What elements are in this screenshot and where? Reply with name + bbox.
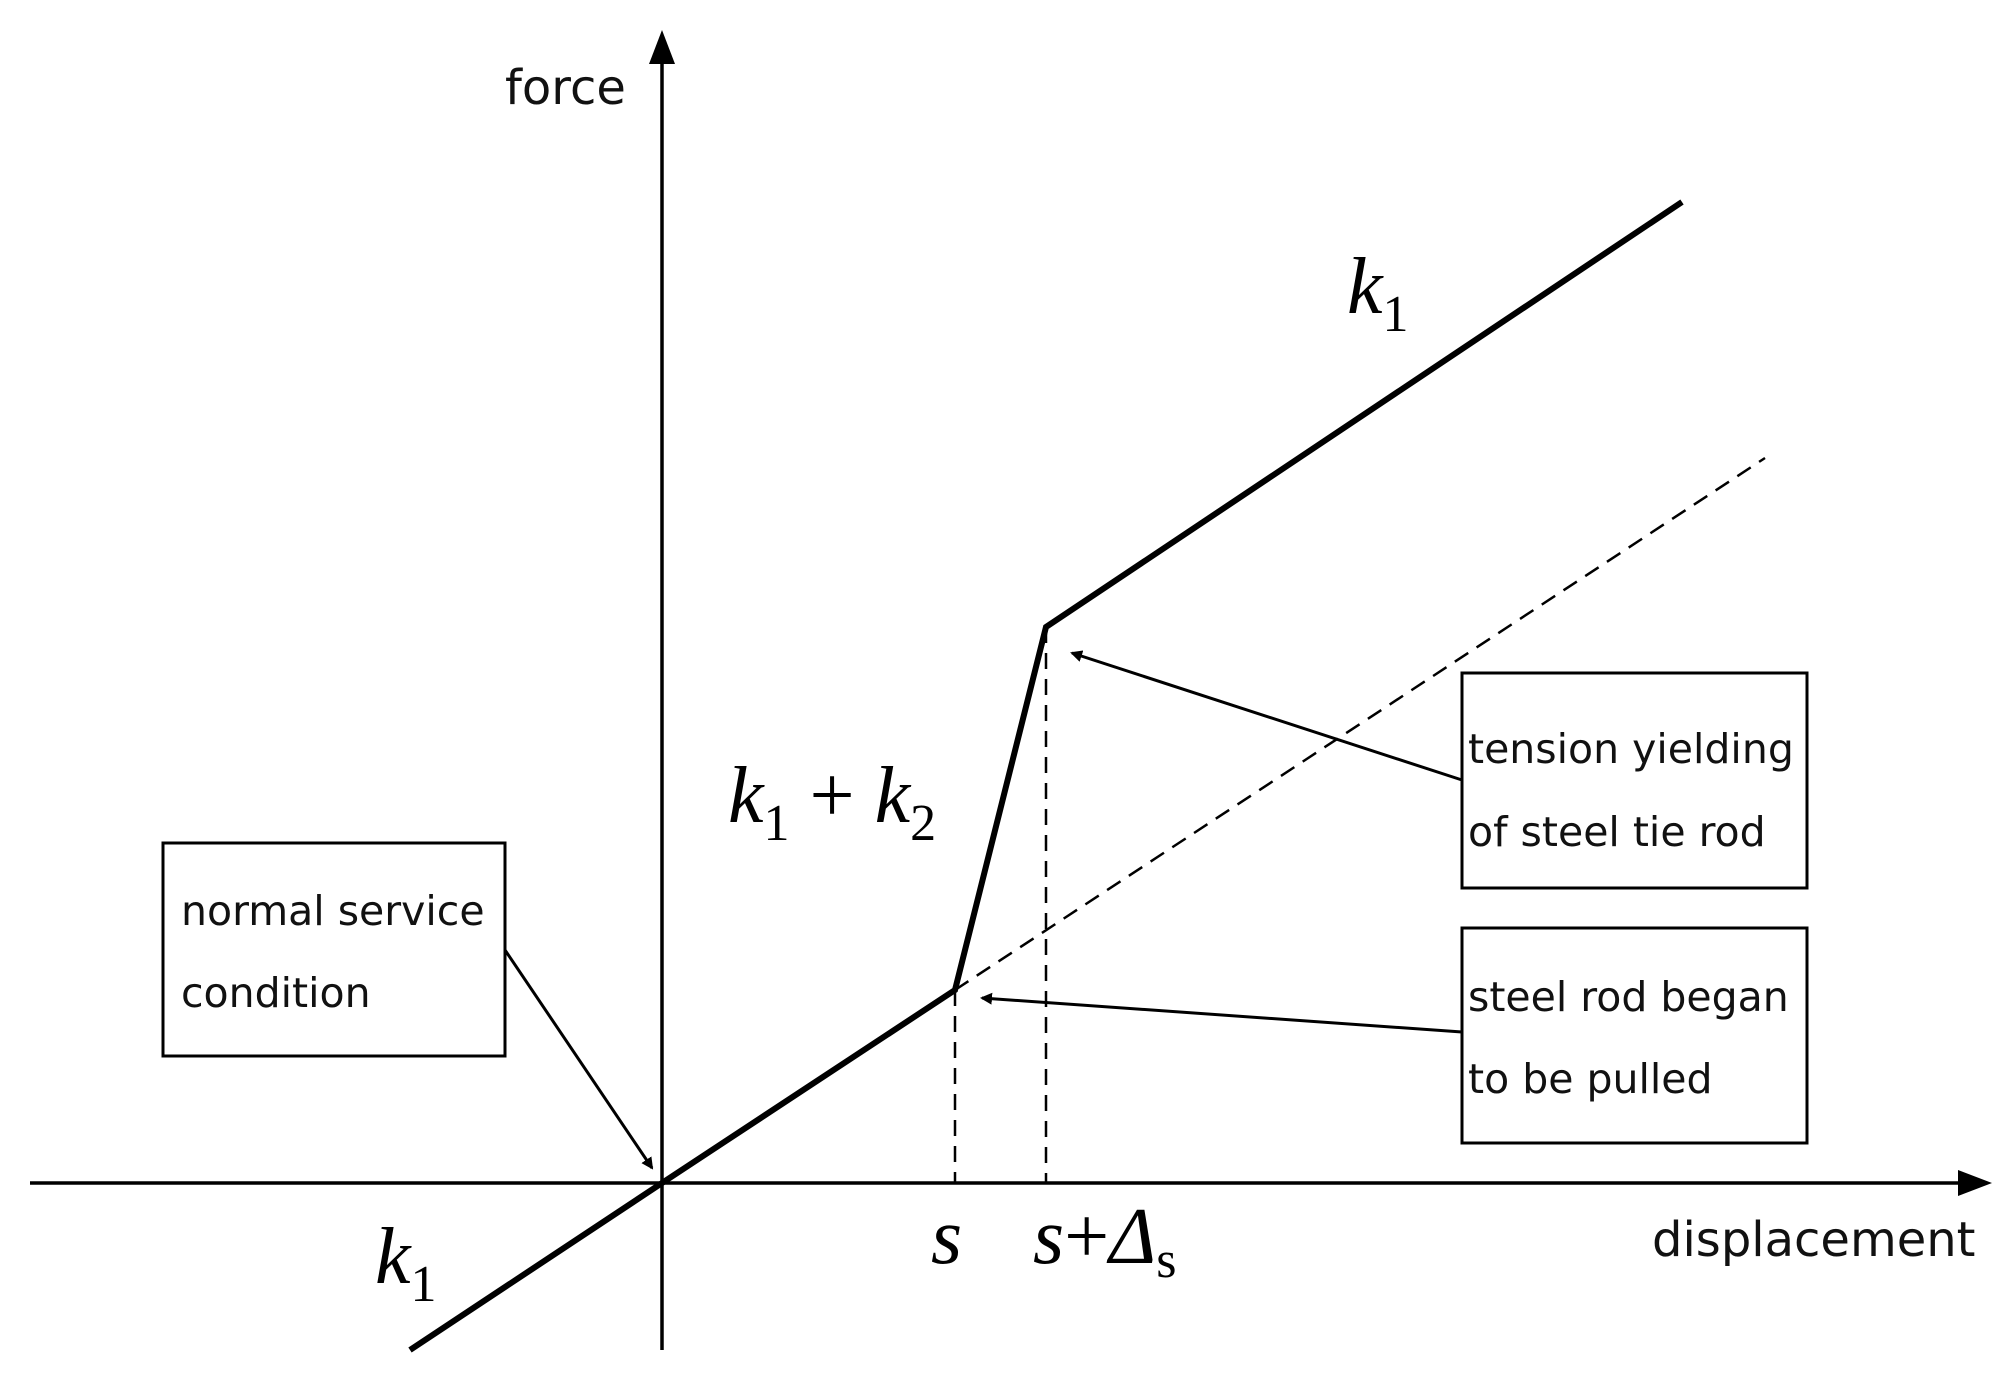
x-axis-label: displacement [1652,1212,1975,1268]
callout-tension-yielding-line2: of steel tie rod [1468,808,1766,856]
callout-arrow-normal-service [503,949,654,1170]
y-axis-arrowhead [649,30,675,64]
slope-label-k1-plus-k2: k1+k2 [728,752,936,852]
callout-tension-yielding-line1: tension yielding [1468,725,1794,773]
y-axis-label: force [505,60,626,116]
callout-arrow-tension-yielding [1070,650,1463,782]
callout-arrow-rod-pulled [980,992,1463,1034]
k1-extension-dashed [954,456,1766,992]
callout-box-rod-pulled [1460,926,1809,1145]
tick-label-s-plus-delta: s+Δs [1033,1193,1176,1289]
callout-normal-service-line2: condition [181,969,371,1017]
callout-normal-service-line1: normal service [181,887,485,935]
slope-label-k1-upper: k1 [1347,243,1409,343]
callout-rod-pulled-line2: to be pulled [1468,1055,1713,1103]
tick-label-s: s [931,1193,962,1281]
callout-box-normal-service [161,841,507,1058]
callout-rod-pulled-line1: steel rod began [1468,973,1789,1021]
x-axis-arrowhead [1958,1170,1992,1196]
slope-label-k1-lower: k1 [375,1213,437,1313]
callout-box-tension-yielding [1460,671,1809,890]
